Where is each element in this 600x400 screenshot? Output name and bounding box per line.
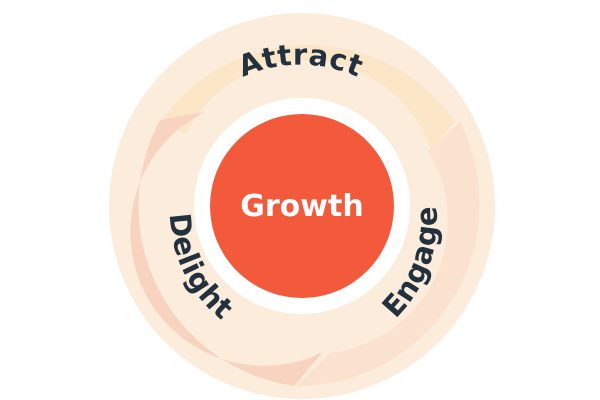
attract-segment: [161, 44, 455, 151]
growth-label: Growth: [240, 189, 363, 224]
growth-center-circle: [210, 114, 394, 298]
engage-segment: [296, 122, 480, 387]
